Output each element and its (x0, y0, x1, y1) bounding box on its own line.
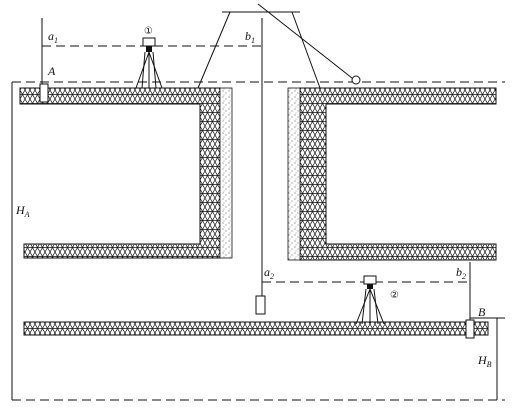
bottom-floor-slab (23, 321, 489, 336)
level-instrument-1-icon (135, 37, 163, 89)
reading-a1-label: a1 (48, 29, 58, 45)
right-structure-wall (299, 87, 497, 261)
reading-b2-label: b2 (456, 265, 466, 281)
point-b-label: B (478, 305, 486, 319)
tape-pulley-icon (351, 75, 361, 85)
reading-a2-label: a2 (264, 265, 274, 281)
station-1-label: ① (144, 26, 153, 37)
station-2-label: ② (390, 290, 399, 301)
left-shaft-lining (219, 87, 233, 259)
height-b-label: HB (477, 353, 492, 369)
point-a-label: A (47, 64, 56, 78)
plumb-weight (255, 295, 266, 315)
reading-b1-label: b1 (245, 29, 255, 45)
staff-a-block (39, 83, 49, 103)
hoist-frame-icon (197, 11, 321, 89)
level-instrument-2-icon (355, 275, 385, 325)
right-shaft-lining (287, 87, 301, 261)
tape-guide-line (257, 3, 353, 79)
left-structure-wall (19, 87, 221, 259)
height-a-label: HA (15, 203, 30, 219)
staff-b-block (465, 319, 475, 339)
